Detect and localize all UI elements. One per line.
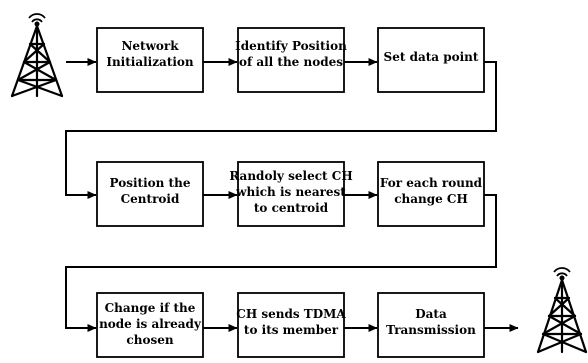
step-label: CH sends TDMA xyxy=(236,307,346,321)
source-radio-tower-icon xyxy=(10,13,64,98)
step-label: of all the nodes xyxy=(239,55,343,69)
box-identify-position: Identify Position of all the nodes xyxy=(235,27,347,93)
step-label: Change if the xyxy=(105,301,196,315)
step-label: Network xyxy=(121,39,179,53)
step-label: For each round xyxy=(380,176,483,190)
step-label: change CH xyxy=(394,192,468,206)
box-select-ch: Randoly select CH which is nearest to ce… xyxy=(229,161,353,227)
connectors xyxy=(65,58,519,332)
box-change-ch: For each round change CH xyxy=(377,161,485,227)
box-ch-sends-tdma: CH sends TDMA to its member xyxy=(236,292,346,358)
step-label: Data xyxy=(415,307,447,321)
step-label: node is already xyxy=(99,317,202,331)
arrow-set-data-to-centroid xyxy=(65,61,497,199)
step-label: Randoly select CH xyxy=(229,169,352,183)
process-boxes: Network Initialization Identify Position… xyxy=(96,27,485,358)
step-label: Transmission xyxy=(386,323,476,337)
box-network-init: Network Initialization xyxy=(96,27,204,93)
step-label: Initialization xyxy=(106,55,194,69)
step-label: which is nearest xyxy=(235,185,346,199)
step-label: to its member xyxy=(244,323,339,337)
box-position-centroid: Position the Centroid xyxy=(96,161,204,227)
sink-radio-tower-icon xyxy=(536,267,588,354)
step-label: to centroid xyxy=(254,201,329,215)
step-label: chosen xyxy=(126,333,173,347)
arrow-change-ch-to-change-if-chosen xyxy=(65,194,497,332)
step-label: Set data point xyxy=(384,50,479,64)
box-data-transmission: Data Transmission xyxy=(377,292,485,358)
step-label: Identify Position xyxy=(235,39,347,53)
box-change-if-chosen: Change if the node is already chosen xyxy=(96,292,204,358)
box-set-data-point: Set data point xyxy=(377,27,485,93)
step-label: Position the xyxy=(110,176,191,190)
step-label: Centroid xyxy=(121,192,180,206)
